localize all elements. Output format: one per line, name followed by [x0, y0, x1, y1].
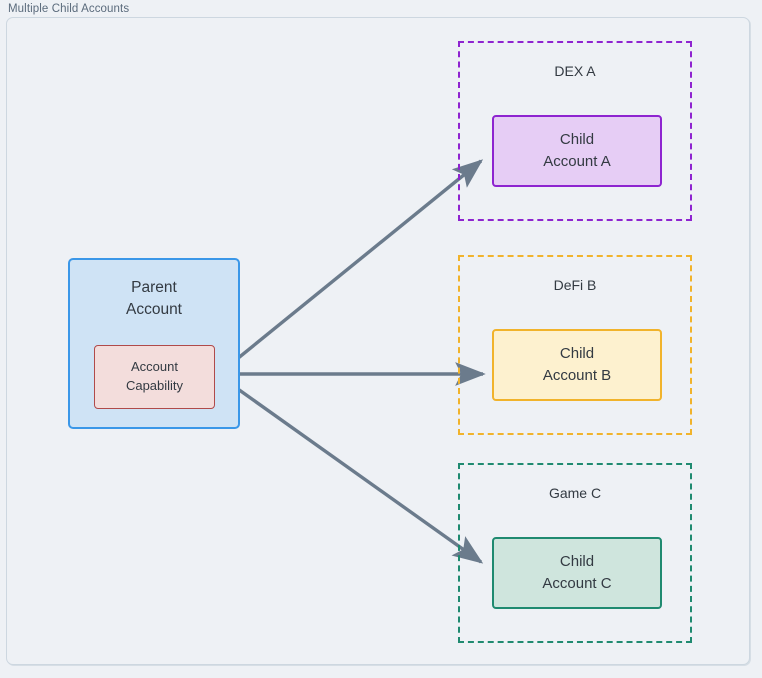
node-account-capability[interactable]: Account Capability — [94, 345, 215, 409]
node-parent-account-line2: Account — [125, 301, 182, 319]
node-child-account-c-line1: Child — [559, 553, 595, 571]
diagram-title: Multiple Child Accounts — [8, 3, 130, 15]
node-child-account-a[interactable]: Child Account A — [492, 115, 662, 187]
node-child-account-a-line1: Child — [559, 131, 595, 149]
node-account-capability-line1: Account — [131, 359, 178, 375]
cluster-dex-a-label: DEX A — [554, 63, 596, 79]
cluster-defi-b-label: DeFi B — [553, 277, 597, 293]
node-child-account-b-line1: Child — [559, 345, 595, 363]
cluster-dex-a: DEX A — [458, 41, 692, 221]
node-account-capability-line2: Capability — [125, 378, 184, 393]
node-child-account-c-line2: Account C — [542, 575, 612, 592]
cluster-defi-b: DeFi B — [458, 255, 692, 435]
node-child-account-b[interactable]: Child Account B — [492, 329, 662, 401]
node-child-account-b-line2: Account B — [542, 367, 612, 384]
node-child-account-a-line2: Account A — [543, 153, 611, 170]
node-parent-account-line1: Parent — [131, 279, 177, 296]
cluster-game-c-label: Game C — [548, 485, 602, 501]
cluster-game-c: Game C — [458, 463, 692, 643]
node-child-account-c[interactable]: Child Account C — [492, 537, 662, 609]
